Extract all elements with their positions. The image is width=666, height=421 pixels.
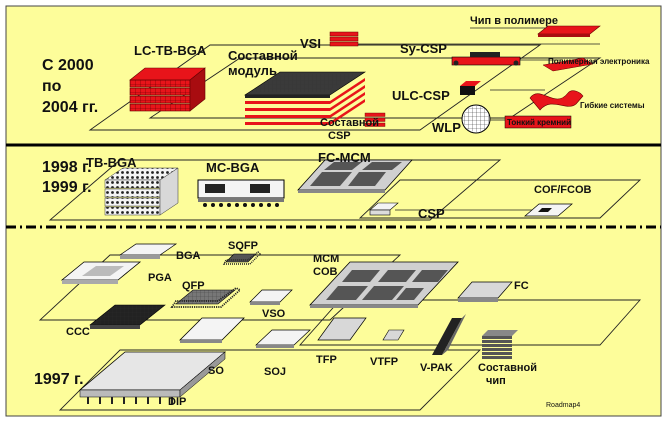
- label-dip: DIP: [168, 396, 187, 408]
- vtfp-chip: [382, 329, 405, 341]
- mc-bga-chip: [197, 179, 285, 207]
- label-vsi: VSI: [300, 36, 321, 51]
- era-2000-line3: 2004 гг.: [42, 99, 99, 116]
- composite-csp-chip: [364, 112, 386, 127]
- era-2000-line1: С 2000: [42, 57, 94, 74]
- label-vso: VSO: [262, 308, 286, 320]
- label-pga: PGA: [148, 272, 172, 284]
- label-composite-chip-2: чип: [486, 375, 506, 387]
- label-ccc: CCC: [66, 326, 90, 338]
- ccc-chip: [89, 304, 166, 329]
- label-fc: FC: [514, 280, 529, 292]
- era-1998-line1: 1998 г.: [42, 159, 92, 176]
- composite-module-chip: [243, 71, 367, 125]
- label-csp: CSP: [418, 206, 445, 221]
- label-composite-module-1: Составной: [228, 48, 298, 63]
- vsi-chip: [329, 31, 359, 47]
- cof-fcob-board: [524, 203, 573, 217]
- plane-2000-b: [148, 57, 602, 119]
- fc-chip: [457, 281, 513, 302]
- label-composite-csp-1: Составной: [320, 117, 380, 129]
- plane-1998-a: [48, 159, 502, 221]
- soj-chip: [255, 329, 311, 348]
- label-fc-mcm: FC-MCM: [318, 150, 371, 165]
- label-cof-fcob: COF/FCOB: [534, 184, 592, 196]
- wlp-wafer: [461, 104, 491, 134]
- label-wlp: WLP: [432, 120, 461, 135]
- connector-lines: [330, 27, 600, 211]
- mcm-cob-board: [309, 261, 459, 308]
- label-mc-bga: MC-BGA: [206, 160, 260, 175]
- plane-1998-b: [358, 179, 642, 219]
- flexible-systems-ribbon: [529, 90, 584, 111]
- label-tb-bga: TB-BGA: [86, 155, 137, 170]
- tfp-chip: [317, 317, 367, 341]
- label-tfp: TFP: [316, 354, 337, 366]
- so-chip: [179, 317, 245, 343]
- label-composite-module-2: модуль: [228, 63, 277, 78]
- sqfp-chip: [222, 251, 261, 265]
- thin-silicon-bar: [504, 115, 572, 129]
- bga-chip: [118, 243, 178, 259]
- csp-chip: [369, 202, 399, 216]
- label-sy-csp: Sy-CSP: [400, 41, 447, 56]
- era-2000-line2: по: [42, 78, 62, 95]
- fc-mcm-chip: [297, 159, 413, 193]
- label-so: SO: [208, 365, 224, 377]
- label-ulc-csp: ULC-CSP: [392, 88, 450, 103]
- label-vtfp: VTFP: [370, 356, 399, 368]
- era-1997: 1997 г.: [34, 371, 84, 388]
- polymer-electronics-sheet: [542, 57, 594, 72]
- label-flexible-systems: Гибкие системы: [580, 101, 645, 110]
- plane-1997-c: [58, 349, 482, 411]
- lc-tb-bga-chip: [129, 67, 206, 112]
- pga-chip: [60, 261, 142, 284]
- label-composite-csp-2: CSP: [328, 130, 351, 142]
- label-sqfp: SQFP: [228, 240, 258, 252]
- footer-roadmap: Roadmap4: [546, 402, 581, 409]
- era-1998-line2: 1999 г.: [42, 179, 92, 196]
- sy-csp-chip: [451, 52, 521, 66]
- label-v-pak: V-PAK: [420, 362, 453, 374]
- chip-in-polymer: [537, 25, 601, 37]
- composite-chip-stack: [482, 330, 518, 359]
- tb-bga-chip: [104, 167, 179, 216]
- v-pak-chip: [432, 314, 466, 355]
- label-qfp: QFP: [182, 280, 205, 292]
- label-soj: SOJ: [264, 366, 287, 378]
- vso-chip: [249, 289, 293, 305]
- label-lc-tb-bga: LC-TB-BGA: [134, 43, 207, 58]
- label-mcm: MCM: [313, 253, 340, 265]
- label-bga: BGA: [176, 250, 201, 262]
- label-polymer-electronics: Полимерная электроника: [548, 57, 650, 66]
- dip-chip: [78, 351, 227, 404]
- label-composite-chip-1: Составной: [478, 362, 538, 374]
- ulc-csp-chip: [460, 81, 481, 95]
- label-chip-in-polymer: Чип в полимере: [470, 15, 558, 27]
- label-cob: COB: [313, 266, 338, 278]
- qfp-chip: [170, 286, 242, 308]
- label-thin-silicon: Тонкий кремний: [507, 118, 571, 127]
